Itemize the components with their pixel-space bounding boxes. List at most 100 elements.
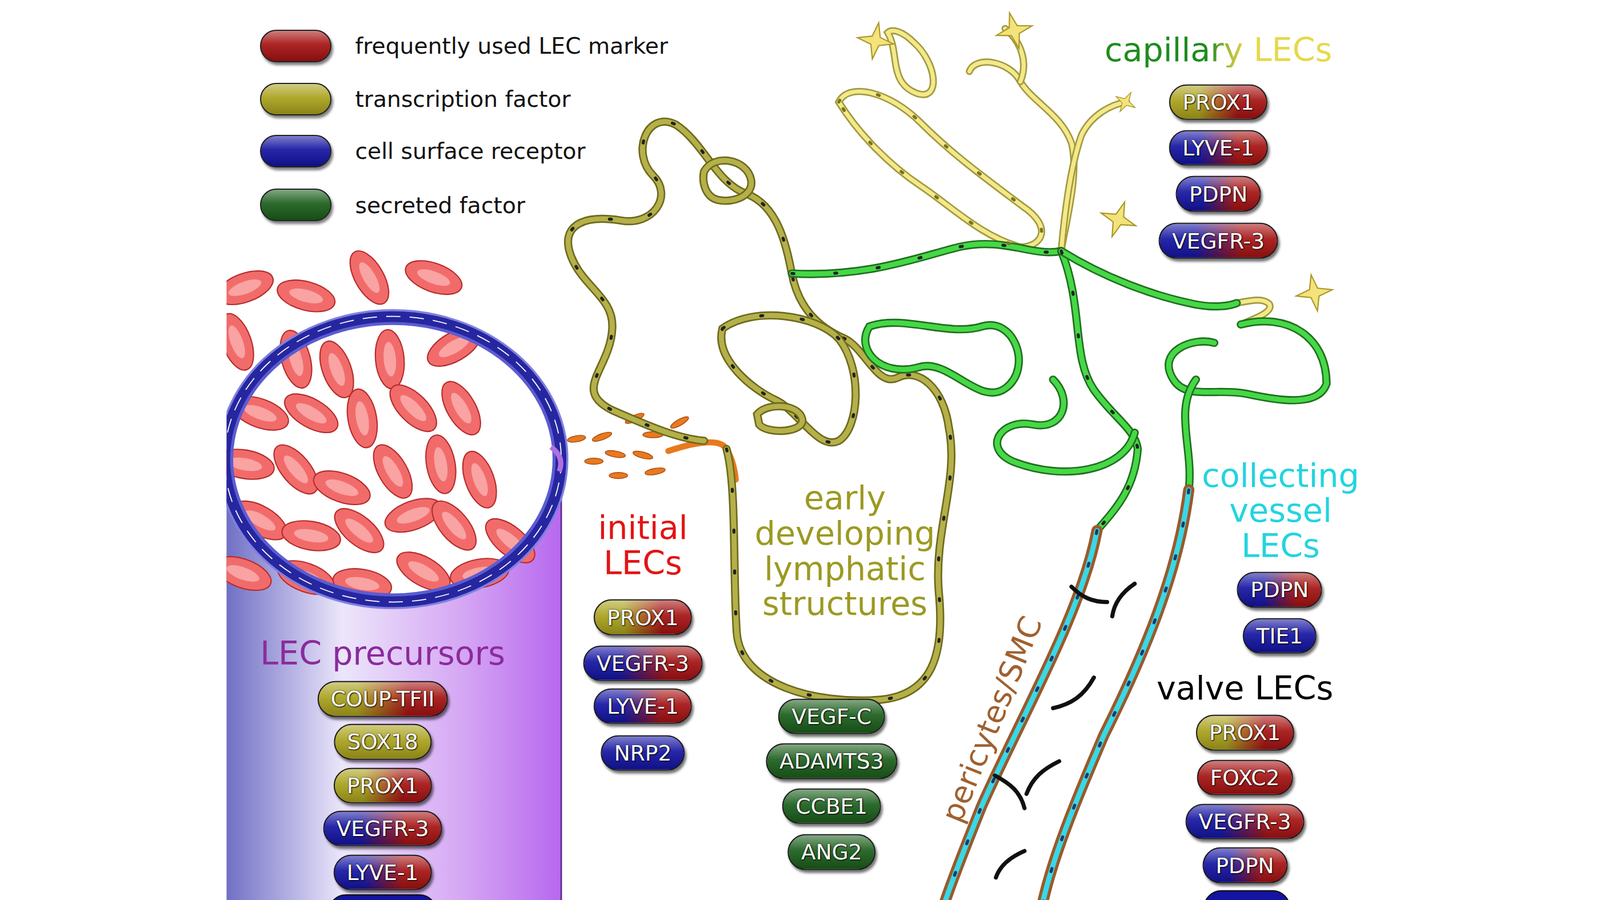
red-blood-cell xyxy=(401,254,467,302)
initial-lec-cell xyxy=(604,449,626,459)
legend-swatch xyxy=(260,29,332,63)
red-blood-cell xyxy=(309,464,375,511)
initial-lec-cell xyxy=(566,434,587,444)
red-blood-cell xyxy=(273,274,339,318)
marker-pill: LYVE-1 xyxy=(1169,130,1268,167)
red-blood-cell xyxy=(226,309,260,375)
capillary-vessel xyxy=(1061,250,1237,307)
group-heading: capillary LECs xyxy=(1104,32,1332,68)
legend-swatch xyxy=(260,82,332,116)
early-lymphatic-outline xyxy=(721,315,856,443)
marker-name: ANG2 xyxy=(801,839,863,865)
marker-pill: SOX18 xyxy=(333,724,432,760)
pericyte-layer xyxy=(945,530,1098,900)
blood-vessel xyxy=(226,244,567,900)
marker-name: TIE1 xyxy=(1256,623,1304,649)
marker-pill: VEGFR-3 xyxy=(583,645,703,682)
red-blood-cell xyxy=(279,516,343,555)
marker-name: PDPN xyxy=(1189,181,1248,207)
capillary-vessel xyxy=(969,62,1074,252)
marker-pill: VEGF-C xyxy=(778,698,886,735)
group-heading: early developing lymphatic structures xyxy=(735,480,955,622)
capillary-outline xyxy=(838,91,1042,247)
marker-name: LYVE-1 xyxy=(606,693,679,719)
marker-name: PROX1 xyxy=(1182,89,1254,115)
marker-pill: VEGFR-3 xyxy=(1185,803,1305,840)
marker-name: PROX1 xyxy=(606,604,679,630)
legend-text: secreted factor xyxy=(354,192,526,218)
initial-lec-cells xyxy=(566,411,736,480)
valve-leaflet xyxy=(1112,583,1135,616)
early-lymphatic-outline xyxy=(703,160,752,201)
marker-pill: PROX1 xyxy=(1195,714,1294,751)
capillary-vessel xyxy=(1185,379,1196,490)
cut-off-pill xyxy=(1204,890,1290,900)
initial-lec-cell xyxy=(609,472,628,479)
red-blood-cell xyxy=(278,386,344,441)
marker-name: VEGFR-3 xyxy=(336,816,430,842)
initial-lec-cell xyxy=(644,466,666,477)
marker-pill: LYVE-1 xyxy=(593,688,692,724)
marker-pill: PROX1 xyxy=(333,768,432,804)
valve-leaflet xyxy=(1071,586,1108,603)
vessel-rim-texture xyxy=(226,316,562,603)
legend-swatch xyxy=(260,188,332,222)
marker-pill: PDPN xyxy=(1237,572,1323,608)
red-blood-cell xyxy=(434,375,489,442)
marker-pill: NRP2 xyxy=(600,735,685,772)
marker-name: PDPN xyxy=(1215,852,1274,878)
legend-text: frequently used LEC marker xyxy=(354,33,668,59)
vessel-heading: LEC precursors xyxy=(260,634,506,672)
red-blood-cell xyxy=(342,386,382,451)
red-blood-cell xyxy=(265,437,326,502)
capillary-vessel xyxy=(1061,250,1138,531)
early-lymphatic-outline xyxy=(757,406,803,431)
capillary-outline xyxy=(1061,250,1237,307)
group-heading: initial LECs xyxy=(576,510,710,582)
lec-nucleus xyxy=(945,530,1098,900)
marker-name: FOXC2 xyxy=(1210,765,1280,791)
capillary-outline xyxy=(865,322,1019,393)
capillary-outline xyxy=(1185,379,1196,490)
lec-star-cell xyxy=(992,8,1038,54)
marker-name: VEGFR-3 xyxy=(1172,228,1265,254)
marker-name: VEGFR-3 xyxy=(1198,809,1292,835)
marker-name: ADAMTS3 xyxy=(779,748,884,774)
capillary-outline xyxy=(792,244,1062,274)
early-lymphatic-structure xyxy=(703,160,752,201)
red-blood-cell xyxy=(327,500,391,561)
red-blood-cell xyxy=(382,377,445,440)
precursor-vessel-box: LEC precursorsCOUP-TFIISOX18PROX1VEGFR-3… xyxy=(226,622,562,900)
lec-star-cells xyxy=(854,8,1336,315)
marker-pill: PDPN xyxy=(1176,176,1262,212)
red-blood-cell xyxy=(226,264,278,311)
marker-name: LYVE-1 xyxy=(1182,135,1255,161)
marker-pill: CCBE1 xyxy=(782,788,882,824)
vessel-opening xyxy=(550,446,561,472)
collecting-vessel xyxy=(945,530,1098,900)
valve-leaflet xyxy=(994,775,1025,808)
valve-leaflet xyxy=(1026,761,1059,794)
early-lymphatic-structure xyxy=(757,406,803,431)
marker-name: VEGF-C xyxy=(791,704,872,730)
vessel-rim xyxy=(226,316,562,603)
red-blood-cell xyxy=(456,446,503,512)
lec-star-cell xyxy=(1094,196,1142,243)
capillary-vessel xyxy=(997,379,1135,472)
marker-name: PROX1 xyxy=(346,773,419,799)
marker-name: VEGFR-3 xyxy=(596,650,690,676)
lec-nucleus xyxy=(1061,250,1138,531)
vessel-lumen xyxy=(226,316,562,603)
marker-pill: ADAMTS3 xyxy=(766,743,898,780)
vessel-wall xyxy=(226,459,562,900)
marker-name: PDPN xyxy=(1250,577,1309,603)
initial-lec-cell xyxy=(632,449,654,462)
lec-star-cell xyxy=(1110,86,1141,118)
red-blood-cell xyxy=(365,438,420,505)
red-blood-cell xyxy=(342,244,397,311)
red-blood-cell xyxy=(421,432,460,496)
legend-text: transcription factor xyxy=(354,86,571,112)
marker-pill: ANG2 xyxy=(788,834,876,871)
vessel-rim-outer xyxy=(226,310,567,608)
initial-lec-cell xyxy=(584,458,603,465)
